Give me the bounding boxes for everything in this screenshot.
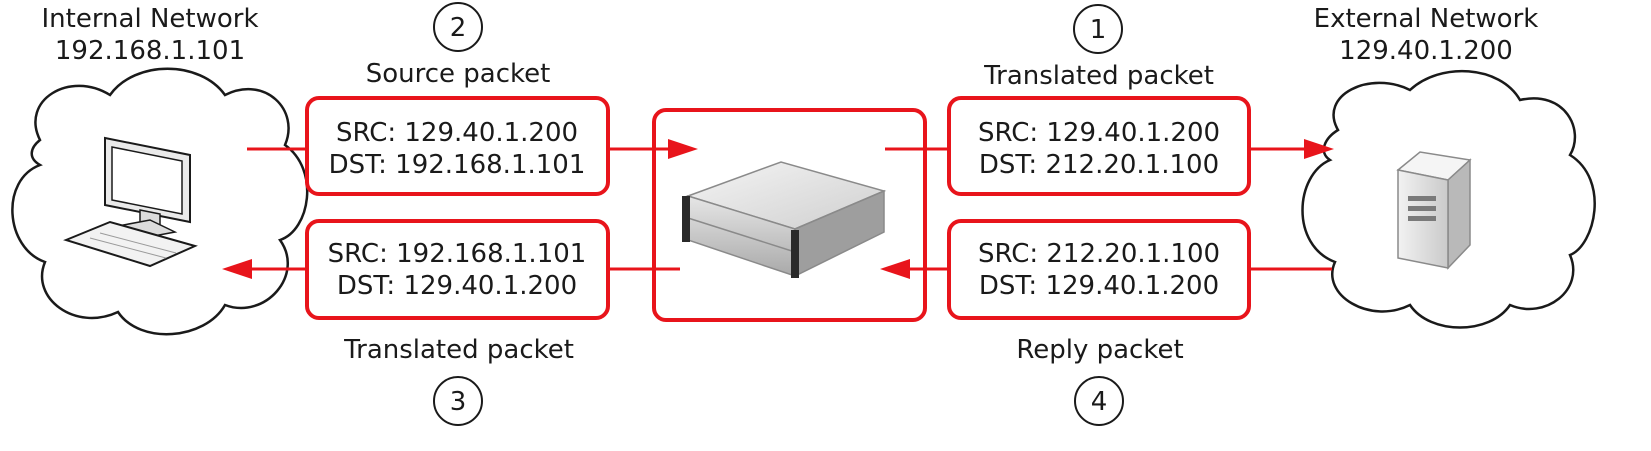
- packet-box-step4: SRC: 212.20.1.100 DST: 129.40.1.200: [947, 219, 1251, 320]
- step-2: 2 Source packet: [366, 2, 551, 89]
- packet-box-step1: SRC: 129.40.1.200 DST: 212.20.1.100: [947, 96, 1251, 196]
- step-label: Reply packet: [1016, 335, 1183, 365]
- internal-network: Internal Network 192.168.1.101: [11, 4, 309, 336]
- flow-arrow-inbound-right: [885, 139, 1334, 159]
- flow-arrow-reply-right: [880, 259, 1332, 279]
- step-number: 3: [450, 387, 467, 417]
- internal-network-ip: 192.168.1.101: [55, 36, 245, 66]
- step-label: Translated packet: [983, 61, 1214, 91]
- step-number-circle: [433, 2, 483, 52]
- nat-device: [652, 108, 927, 322]
- step-number: 2: [450, 13, 467, 43]
- step-number-circle: [1073, 4, 1123, 54]
- external-network: External Network 129.40.1.200: [1301, 4, 1596, 329]
- packet-dst: DST: 192.168.1.101: [329, 150, 586, 180]
- packet-src: SRC: 212.20.1.100: [978, 239, 1220, 269]
- packet-box-step2: SRC: 129.40.1.200 DST: 192.168.1.101: [305, 96, 610, 196]
- packet-dst: DST: 212.20.1.100: [979, 150, 1219, 180]
- step-number: 4: [1091, 387, 1108, 417]
- rack-server-icon: [682, 161, 887, 278]
- step-1: 1 Translated packet: [983, 4, 1214, 91]
- step-label: Translated packet: [343, 335, 574, 365]
- packet-src: SRC: 129.40.1.200: [336, 118, 578, 148]
- packet-src: SRC: 192.168.1.101: [328, 239, 587, 269]
- step-4: Reply packet 4: [1016, 335, 1184, 426]
- external-network-title: External Network: [1314, 4, 1539, 34]
- flow-arrow-inbound-left: [247, 139, 698, 159]
- packet-dst: DST: 129.40.1.200: [979, 271, 1219, 301]
- step-number-circle: [1074, 376, 1124, 426]
- external-network-ip: 129.40.1.200: [1339, 36, 1513, 66]
- packet-dst: DST: 129.40.1.200: [337, 271, 577, 301]
- step-3: Translated packet 3: [343, 335, 574, 426]
- packet-box-step3: SRC: 192.168.1.101 DST: 129.40.1.200: [305, 219, 610, 320]
- packet-src: SRC: 129.40.1.200: [978, 118, 1220, 148]
- tower-server-icon: [1396, 151, 1472, 270]
- desktop-computer-icon: [63, 136, 198, 268]
- internal-network-title: Internal Network: [41, 4, 258, 34]
- step-number: 1: [1090, 15, 1107, 45]
- flow-arrow-reply-left: [222, 259, 680, 279]
- step-label: Source packet: [366, 59, 551, 89]
- step-number-circle: [433, 376, 483, 426]
